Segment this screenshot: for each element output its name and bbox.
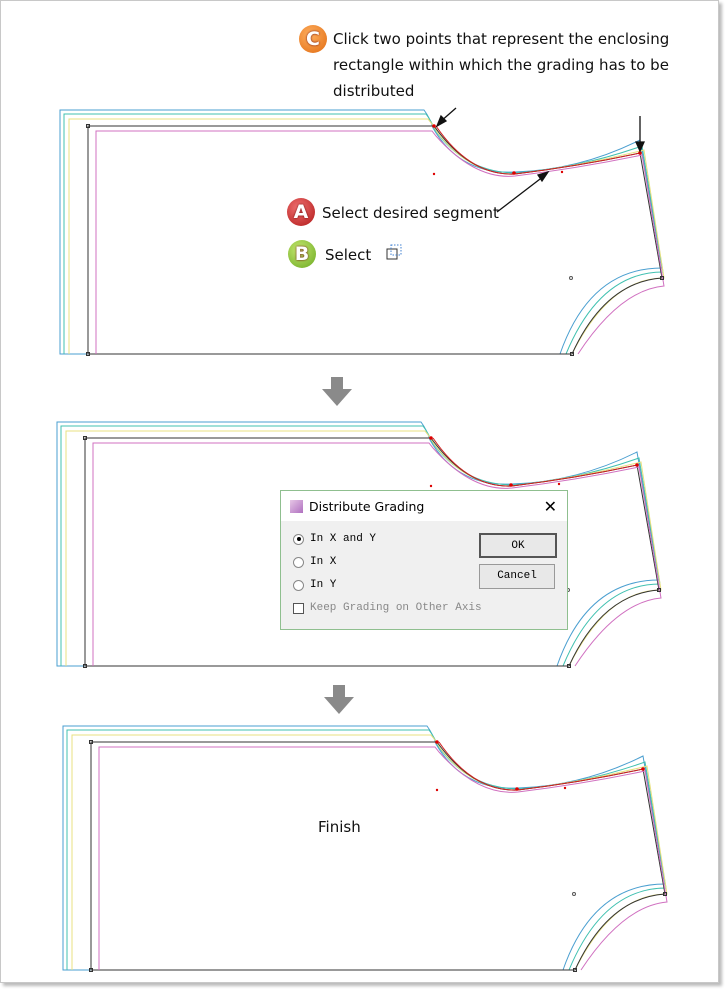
pattern-step3 — [62, 725, 668, 972]
down-arrow-icon — [322, 377, 354, 714]
radio-in-y[interactable]: In Y — [293, 579, 336, 591]
radio-label: In X — [310, 556, 337, 568]
close-icon[interactable]: ✕ — [543, 496, 557, 516]
radio-label: In X and Y — [310, 533, 377, 545]
dialog-titlebar: Distribute Grading ✕ — [281, 491, 567, 521]
pointer-arrows — [435, 107, 646, 213]
checkbox-label: Keep Grading on Other Axis — [310, 602, 482, 614]
step-a-badge: A — [287, 198, 315, 226]
radio-button[interactable] — [293, 533, 304, 545]
dialog-title: Distribute Grading — [309, 498, 425, 514]
radio-button[interactable] — [293, 579, 304, 591]
finish-label: Finish — [318, 818, 361, 836]
app-icon — [290, 499, 303, 513]
step-b-text: Select — [325, 246, 372, 264]
cancel-button[interactable]: Cancel — [479, 564, 555, 589]
step-c-text: Click two points that represent the encl… — [333, 30, 670, 100]
keep-grading-checkbox[interactable]: Keep Grading on Other Axis — [293, 602, 482, 614]
select-tool-icon — [386, 244, 402, 260]
distribute-grading-dialog: Distribute Grading ✕ In X and Y In X In … — [280, 490, 568, 630]
step-b-badge: B — [288, 240, 316, 268]
pattern-step1 — [59, 109, 665, 356]
radio-in-x[interactable]: In X — [293, 556, 336, 568]
step-c-badge: C — [299, 25, 327, 53]
radio-label: In Y — [310, 579, 337, 591]
radio-in-x-and-y[interactable]: In X and Y — [293, 533, 376, 545]
checkbox[interactable] — [293, 602, 304, 614]
step-a-text: Select desired segment — [322, 204, 499, 222]
ok-button[interactable]: OK — [479, 533, 557, 558]
radio-button[interactable] — [293, 556, 304, 568]
